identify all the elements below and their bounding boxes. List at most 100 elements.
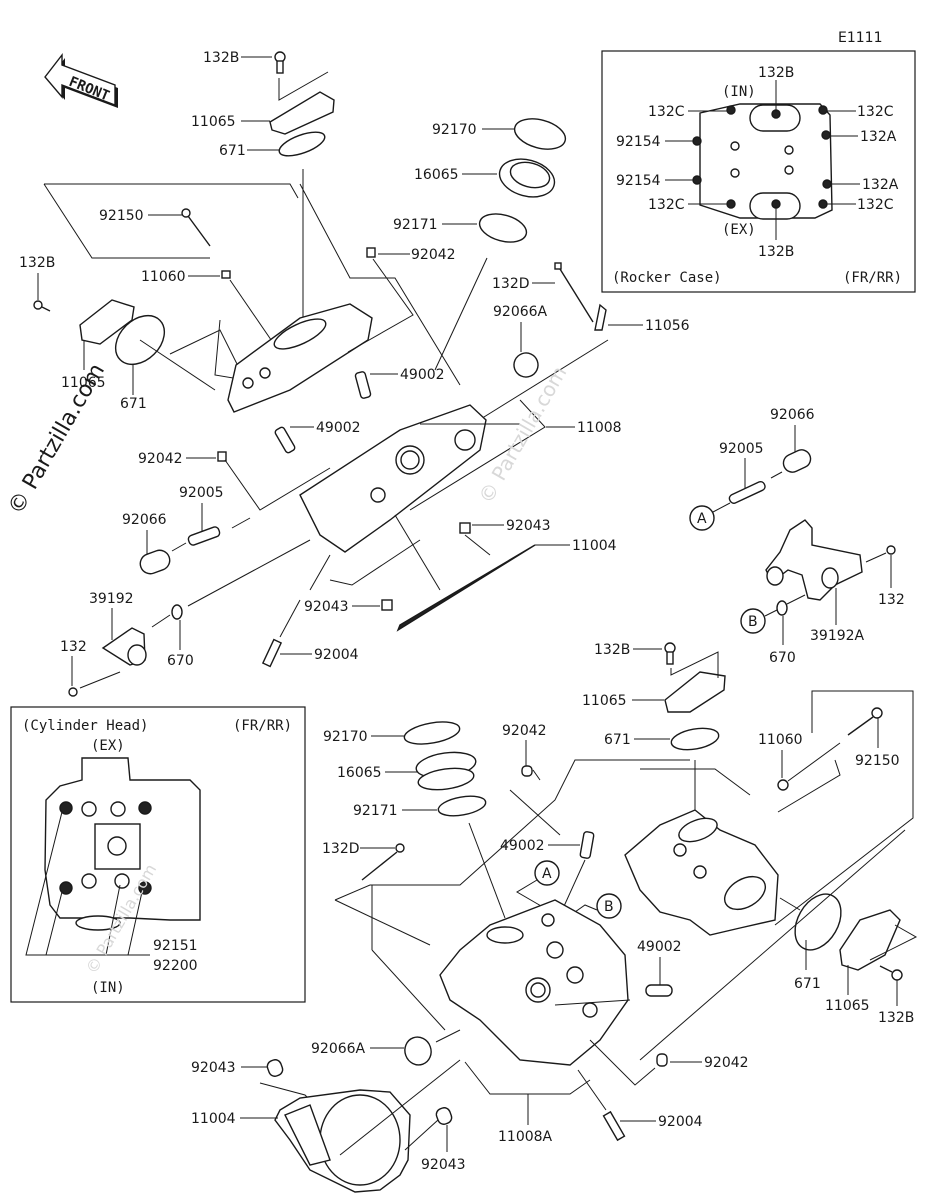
bolt-92150 — [847, 707, 883, 736]
oring-670 — [776, 600, 788, 616]
marker-B-label: B — [748, 614, 758, 630]
callout-11065: 11065 — [825, 998, 870, 1014]
marker-B — [596, 893, 622, 919]
cover-11065 — [839, 909, 901, 971]
callout-92170: 92170 — [323, 729, 368, 745]
cover-11065 — [664, 671, 726, 713]
callout-92066: 92066 — [770, 407, 815, 423]
callout-11060: 11060 — [141, 269, 186, 285]
guide-49002 — [645, 984, 673, 997]
callout-16065: 16065 — [337, 765, 382, 781]
oring-671 — [670, 727, 720, 751]
guide-49002 — [354, 371, 372, 399]
callout-11065: 11065 — [582, 693, 627, 709]
lower-cylinder-head-assembly: 92170 16065 92171 92042 132D 49002 A — [191, 642, 918, 1193]
water-fitting-group: 92066 92005 A 39192A 132 B 670 — [689, 407, 905, 666]
callout-92004: 92004 — [658, 1114, 703, 1130]
callout-39192A: 39192A — [810, 628, 865, 644]
cap-92066 — [782, 449, 812, 473]
callout-92154: 92154 — [616, 134, 661, 150]
callout-49002: 49002 — [637, 939, 682, 955]
rocker-case — [227, 303, 373, 413]
in-label: (IN) — [722, 84, 756, 100]
stud-92004 — [261, 638, 283, 668]
gasket-11004 — [396, 544, 536, 632]
bolt-132B — [33, 300, 51, 312]
dowel-92043 — [435, 1107, 453, 1125]
inset-variant: (FR/RR) — [233, 718, 292, 734]
plug-92066A — [513, 352, 539, 378]
diagram-code: E1111 — [838, 30, 882, 46]
callout-16065: 16065 — [414, 167, 459, 183]
callout-92171: 92171 — [353, 803, 398, 819]
bolt-132B — [879, 965, 903, 981]
callout-92004: 92004 — [314, 647, 359, 663]
inset-variant: (FR/RR) — [843, 270, 902, 286]
dowel-92043 — [381, 599, 393, 611]
callout-92200: 92200 — [153, 958, 198, 974]
cover-11065 — [269, 91, 335, 135]
callout-92042: 92042 — [502, 723, 547, 739]
callout-49002: 49002 — [400, 367, 445, 383]
callout-670: 670 — [769, 650, 796, 666]
callout-671: 671 — [219, 143, 246, 159]
callout-11056: 11056 — [645, 318, 690, 334]
rocker-case-body — [699, 103, 833, 219]
bracket-11056 — [594, 303, 607, 331]
clamp-92171 — [437, 795, 487, 817]
oring-671 — [278, 131, 326, 157]
callout-132B: 132B — [203, 50, 239, 66]
dowel-92043 — [266, 1059, 284, 1077]
callout-11008: 11008 — [577, 420, 622, 436]
clamp-92170 — [513, 118, 567, 150]
clamp-92171 — [478, 213, 528, 243]
front-arrow-icon: FRONT — [44, 52, 118, 108]
callout-49002: 49002 — [316, 420, 361, 436]
callout-132A: 132A — [860, 129, 897, 145]
callout-92043: 92043 — [506, 518, 551, 534]
callout-92066A: 92066A — [311, 1041, 366, 1057]
callout-92042: 92042 — [704, 1055, 749, 1071]
callout-132C: 132C — [648, 197, 685, 213]
callout-671: 671 — [120, 396, 147, 412]
dowel-92042 — [217, 451, 227, 462]
callout-11065: 11065 — [61, 375, 106, 391]
callout-132B: 132B — [758, 244, 794, 260]
clamp-92170 — [403, 721, 461, 745]
callout-92043: 92043 — [304, 599, 349, 615]
callout-92170: 92170 — [432, 122, 477, 138]
callout-92066: 92066 — [122, 512, 167, 528]
marker-B — [740, 608, 766, 634]
callout-92150: 92150 — [99, 208, 144, 224]
callout-132: 132 — [878, 592, 905, 608]
bolt-132B — [664, 642, 676, 665]
watermark: © Partzilla.com — [474, 362, 572, 508]
pipe-92005 — [187, 526, 221, 546]
callout-132: 132 — [60, 639, 87, 655]
callout-132B: 132B — [878, 1010, 914, 1026]
callout-132C: 132C — [648, 104, 685, 120]
callout-132B: 132B — [19, 255, 55, 271]
callout-92171: 92171 — [393, 217, 438, 233]
callout-92150: 92150 — [855, 753, 900, 769]
ex-label: (EX) — [91, 738, 125, 754]
callout-11004: 11004 — [572, 538, 617, 554]
bolt-132D — [554, 262, 594, 323]
callout-132C: 132C — [857, 104, 894, 120]
callout-11065: 11065 — [191, 114, 236, 130]
callout-39192: 39192 — [89, 591, 134, 607]
callout-92151: 92151 — [153, 938, 198, 954]
dowel-92042 — [656, 1053, 668, 1067]
callout-670: 670 — [167, 653, 194, 669]
callout-92043: 92043 — [421, 1157, 466, 1173]
marker-A-label: A — [697, 511, 707, 527]
callout-132A: 132A — [862, 177, 899, 193]
callout-92043: 92043 — [191, 1060, 236, 1076]
dowel-92042 — [521, 765, 533, 777]
callout-92042: 92042 — [411, 247, 456, 263]
guide-49002 — [274, 426, 296, 454]
callout-92154: 92154 — [616, 173, 661, 189]
callout-92042: 92042 — [138, 451, 183, 467]
callout-11060: 11060 — [758, 732, 803, 748]
rocker-case-inset: (Rocker Case) (FR/RR) (IN) (EX) 132B 132… — [601, 50, 916, 293]
